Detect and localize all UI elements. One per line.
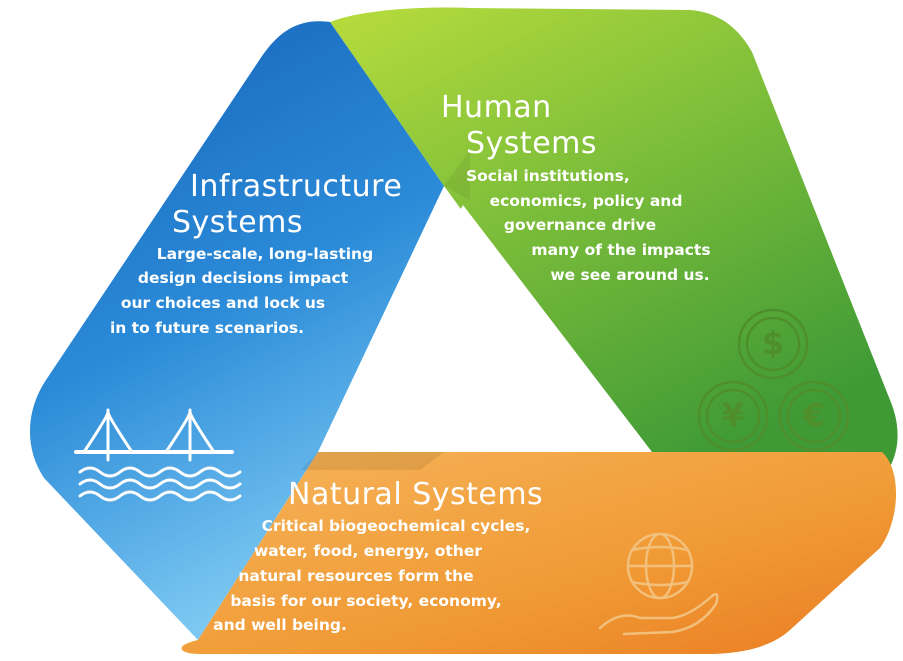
globe-in-hand-icon: [598, 532, 719, 636]
human-desc-line5: we see around us.: [550, 266, 710, 284]
human-desc-line1: Social institutions,: [466, 167, 630, 185]
currency-coins-icon: [697, 308, 850, 452]
euro-coin-symbol: €: [802, 396, 826, 434]
human-desc-line4: many of the impacts: [531, 241, 711, 259]
inner-triangle-space: [322, 205, 652, 452]
infrastructure-desc-line2: design decisions impact: [137, 269, 349, 287]
human-title-line2: Systems: [466, 126, 597, 161]
human-desc-line3: governance drive: [503, 216, 657, 234]
infrastructure-desc-line4: in to future scenarios.: [109, 319, 305, 337]
human-desc-line2: economics, policy and: [489, 192, 683, 210]
infrastructure-desc-line1: Large-scale, long-lasting: [156, 245, 374, 263]
natural-desc-line5: and well being.: [213, 616, 347, 634]
human-title-line1: Human: [441, 90, 552, 125]
human-systems-band: [330, 7, 898, 479]
natural-desc-line1: Critical biogeochemical cycles,: [261, 517, 531, 535]
infrastructure-desc-line3: our choices and lock us: [120, 294, 326, 312]
natural-desc-line3: natural resources form the: [238, 567, 474, 585]
natural-title: Natural Systems: [288, 477, 544, 512]
infrastructure-title-line2: Systems: [172, 205, 303, 240]
natural-desc-line2: water, food, energy, other: [253, 542, 482, 560]
infrastructure-title-line1: Infrastructure: [190, 169, 403, 204]
dollar-coin-symbol: $: [761, 324, 785, 362]
yen-coin-symbol: ¥: [721, 396, 745, 434]
infrastructure-systems-band: [29, 21, 445, 641]
natural-desc-line4: basis for our society, economy,: [230, 592, 502, 610]
bridge-icon: [74, 408, 242, 502]
